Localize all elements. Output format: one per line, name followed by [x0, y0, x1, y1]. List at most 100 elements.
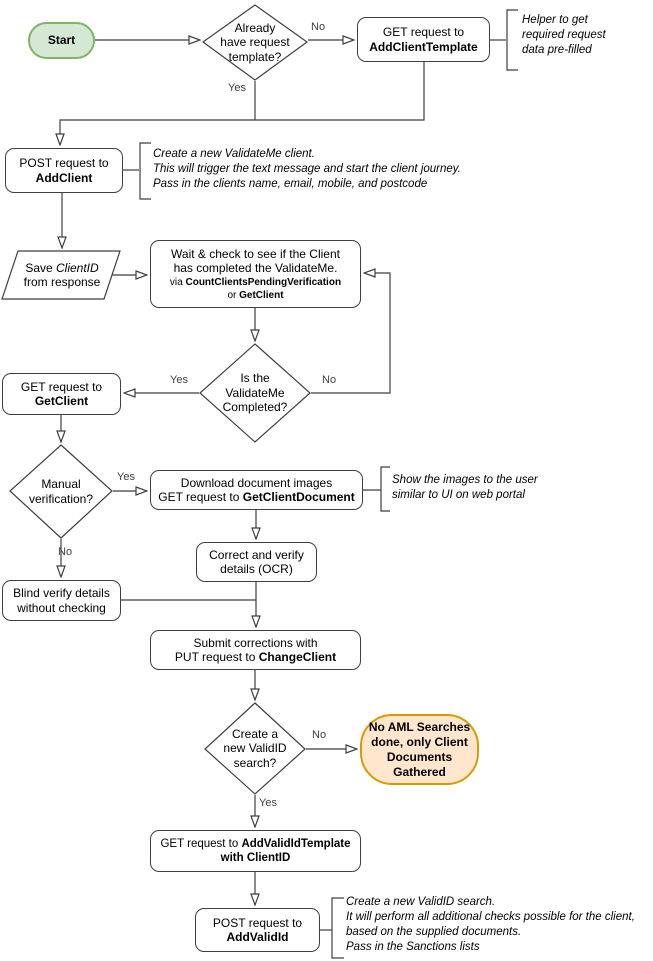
post-addclient-line2: AddClient — [35, 170, 93, 185]
decision-validid-label: Create a new ValidID search? — [205, 703, 305, 794]
decision-manual-line1: Manual — [41, 477, 81, 491]
wait-check-line2: has completed the ValidateMe. — [173, 261, 338, 275]
annotation-show-images-line2: similar to UI on web portal — [392, 489, 525, 501]
no-aml-line1: No AML Searches — [368, 719, 471, 734]
post-addclient-node[interactable]: POST request to AddClient — [5, 148, 123, 193]
submit-corrections-line2-pre: PUT request to — [174, 650, 259, 664]
get-getclient-line2: GetClient — [34, 394, 89, 408]
annotation-add-client: Create a new ValidateMe client. This wil… — [153, 147, 573, 192]
decision-validid-line2: new ValidID — [223, 741, 287, 756]
edge-label-template-yes: Yes — [228, 82, 246, 94]
submit-corrections-line2-api: ChangeClient — [258, 650, 337, 664]
post-addclient-line1: POST request to — [19, 156, 109, 170]
get-addvalididtemplate-node[interactable]: GET request to AddValidIdTemplate with C… — [150, 830, 361, 872]
blind-verify-line2: without checking — [17, 600, 106, 615]
wait-check-line3-pre: via — [169, 276, 186, 288]
get-addvalididtemplate-line1: GET request to AddValidIdTemplate — [160, 837, 350, 852]
post-addvalidid-line1: POST request to — [212, 915, 303, 930]
submit-corrections-node[interactable]: Submit corrections with PUT request to C… — [150, 630, 361, 670]
edge-label-manual-yes: Yes — [117, 471, 135, 483]
decision-validid-line3: search? — [233, 755, 277, 770]
save-clientid-line1-em: ClientID — [56, 260, 99, 275]
bracket-addclient-annotation — [139, 142, 151, 200]
get-addclienttemplate-line1: GET request to — [382, 25, 465, 39]
edge-label-template-no: No — [311, 21, 326, 33]
edge-label-completed-no: No — [322, 374, 337, 386]
blind-verify-node[interactable]: Blind verify details without checking — [2, 580, 121, 621]
post-addvalidid-line2: AddValidId — [226, 930, 289, 944]
decision-template-line2: have request — [220, 35, 290, 50]
annotation-template-helper-line1: Helper to get — [522, 14, 588, 26]
correct-verify-node[interactable]: Correct and verify details (OCR) — [196, 542, 317, 582]
submit-corrections-line1: Submit corrections with — [193, 635, 318, 650]
blind-verify-line1: Blind verify details — [13, 586, 110, 600]
no-aml-line2: done, only Client — [371, 734, 468, 749]
decision-validid-shape[interactable] — [204, 702, 306, 795]
annotation-template-helper-line3: data pre-filled — [522, 44, 592, 56]
edge-label-validid-no: No — [312, 729, 327, 741]
connector-templatebox-down — [60, 62, 425, 144]
edge-label-manual-no: No — [58, 546, 73, 558]
decision-manual-shape[interactable] — [9, 444, 113, 539]
annotation-add-client-line1: Create a new ValidateMe client. — [153, 148, 315, 160]
annotation-add-validid-line2: It will perform all additional checks po… — [346, 911, 635, 923]
decision-template-label: Already have request template? — [203, 5, 307, 80]
wait-check-line3: via CountClientsPendingVerification — [170, 276, 341, 289]
no-aml-line4: Gathered — [393, 764, 446, 779]
download-docs-node[interactable]: Download document images GET request to … — [150, 470, 363, 510]
edge-label-completed-yes: Yes — [170, 374, 188, 386]
annotation-add-validid-line3: based on the supplied documents. — [346, 926, 522, 938]
correct-verify-line1: Correct and verify — [209, 547, 304, 562]
decision-completed-shape[interactable] — [199, 343, 311, 443]
annotation-add-validid-line4: Pass in the Sanctions lists — [346, 941, 480, 953]
decision-completed-line3: Completed? — [222, 400, 288, 415]
annotation-add-client-line2: This will trigger the text message and s… — [153, 163, 461, 175]
wait-check-line4-api: GetClient — [239, 289, 284, 301]
decision-manual-label: Manual verification? — [10, 445, 112, 538]
no-aml-line3: Documents — [386, 749, 453, 764]
get-addclienttemplate-line2: AddClientTemplate — [369, 39, 478, 54]
get-addclienttemplate-node[interactable]: GET request to AddClientTemplate — [357, 17, 490, 62]
edge-label-validid-yes: Yes — [259, 797, 277, 809]
decision-template-line3: template? — [228, 49, 282, 64]
wait-check-node[interactable]: Wait & check to see if the Client has co… — [150, 240, 361, 308]
get-getclient-node[interactable]: GET request to GetClient — [2, 373, 121, 415]
download-docs-line1: Download document images — [180, 475, 333, 490]
no-aml-terminator[interactable]: No AML Searches done, only Client Docume… — [360, 714, 479, 785]
wait-check-line3-api: CountClientsPendingVerification — [185, 276, 342, 288]
annotation-add-validid: Create a new ValidID search. It will per… — [346, 895, 651, 955]
get-addvalididtemplate-line1-pre: GET request to — [160, 837, 242, 850]
wait-check-line1: Wait & check to see if the Client — [171, 246, 340, 261]
bracket-addvalidid-annotation — [331, 897, 344, 959]
save-clientid-line2: from response — [23, 275, 101, 289]
download-docs-line2: GET request to GetClientDocument — [158, 490, 355, 505]
annotation-show-images-line1: Show the images to the user — [392, 474, 538, 486]
get-addvalididtemplate-line2: with ClientID — [220, 852, 291, 864]
annotation-add-client-line3: Pass in the clients name, email, mobile,… — [153, 178, 428, 190]
save-clientid-shape[interactable] — [1, 250, 121, 300]
decision-template-shape[interactable] — [201, 4, 309, 81]
get-addvalididtemplate-line1-api: AddValidIdTemplate — [241, 837, 351, 850]
decision-completed-line1: Is the — [240, 371, 270, 386]
get-getclient-line1: GET request to — [20, 379, 103, 394]
bracket-download-annotation — [380, 466, 390, 512]
annotation-template-helper: Helper to get required request data pre-… — [522, 13, 647, 58]
save-clientid-line1-pre: Save — [25, 260, 56, 275]
bracket-template-annotation — [506, 9, 518, 71]
decision-completed-label: Is the ValidateMe Completed? — [200, 344, 310, 442]
start-label: Start — [47, 33, 76, 48]
decision-completed-line2: ValidateMe — [225, 385, 285, 400]
wait-check-line4: or GetClient — [227, 289, 283, 302]
correct-verify-line2: details (OCR) — [220, 562, 293, 576]
decision-manual-line2: verification? — [28, 491, 94, 506]
annotation-add-validid-line1: Create a new ValidID search. — [346, 896, 496, 908]
decision-validid-line1: Create a — [231, 726, 279, 741]
connector-completed-no-loop — [311, 273, 391, 394]
submit-corrections-line2: PUT request to ChangeClient — [175, 650, 336, 665]
start-node[interactable]: Start — [28, 22, 95, 59]
annotation-template-helper-line2: required request — [522, 29, 606, 41]
annotation-show-images: Show the images to the user similar to U… — [392, 473, 642, 503]
post-addvalidid-node[interactable]: POST request to AddValidId — [195, 908, 320, 952]
